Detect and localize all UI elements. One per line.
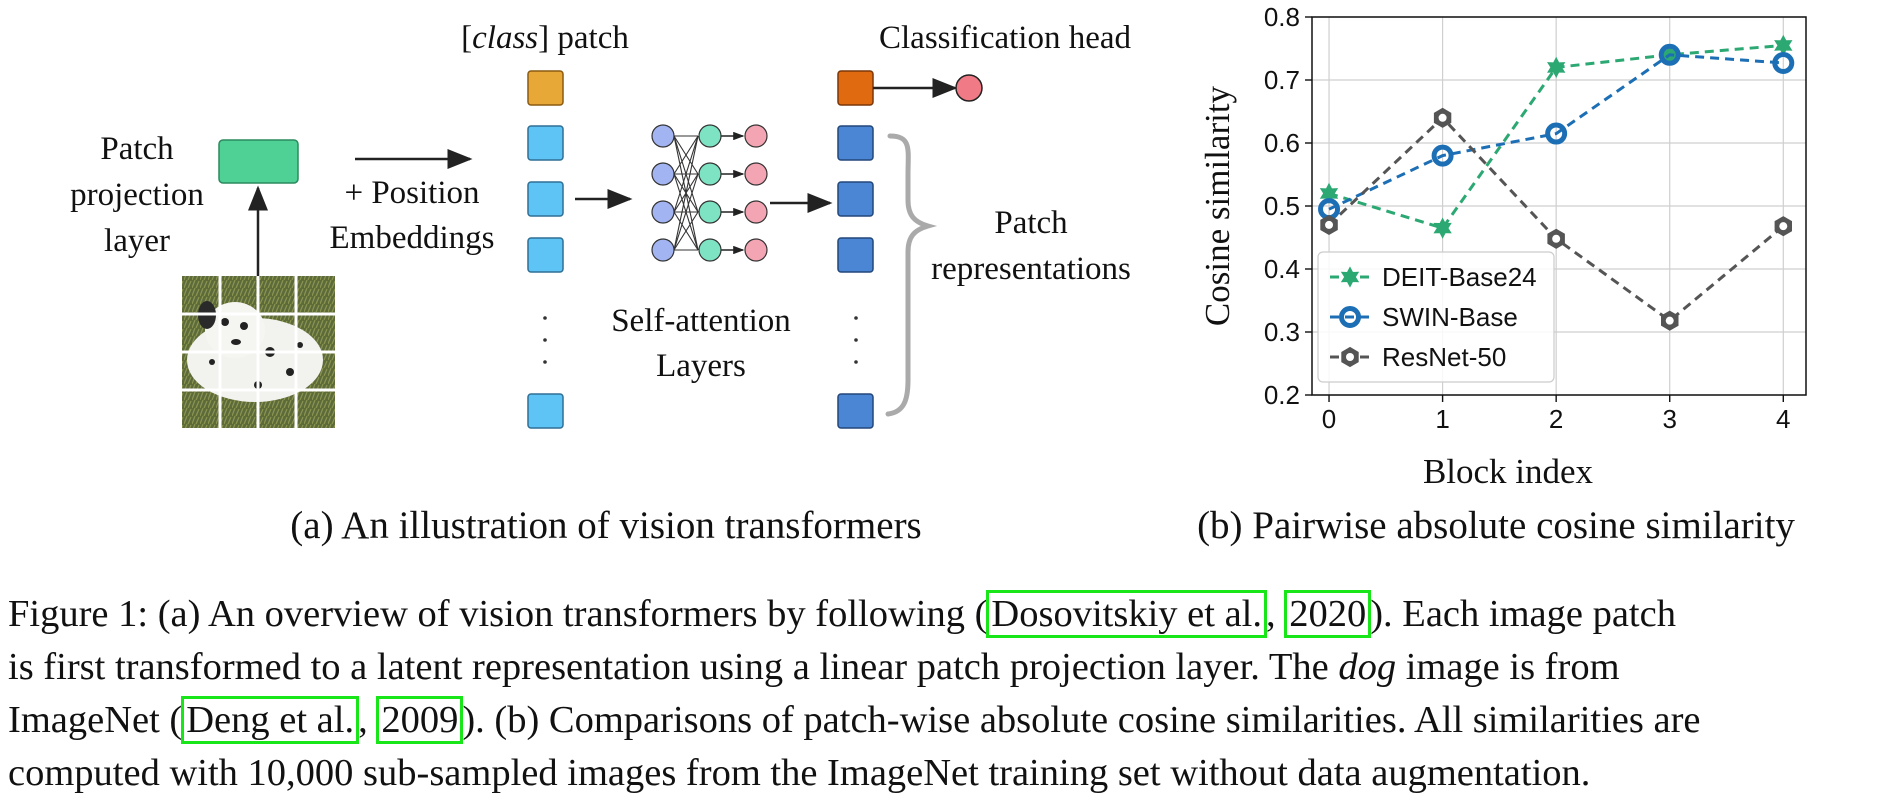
data-point	[1547, 56, 1566, 78]
patch-representations-label: Patch representations	[931, 205, 1131, 287]
attention-node	[651, 238, 675, 262]
x-tick-label: 2	[1549, 404, 1563, 434]
citation-link[interactable]: Deng et al.	[181, 696, 360, 744]
representation-brace	[885, 133, 938, 417]
legend-item: ResNet-50	[1330, 342, 1506, 372]
y-tick-label: 0.7	[1264, 65, 1300, 95]
patch-token	[527, 237, 564, 273]
legend-item: SWIN-Base	[1330, 302, 1518, 332]
subcaption-b: (b) Pairwise absolute cosine similarity	[1197, 504, 1795, 547]
y-tick-label: 0.6	[1264, 128, 1300, 158]
legend-marker	[1340, 266, 1360, 288]
legend-label: DEIT-Base24	[1382, 262, 1537, 292]
classification-output	[955, 74, 983, 102]
vit-diagram	[182, 70, 983, 429]
classification-head-label: Classification head	[878, 20, 1132, 56]
cosine-similarity-chart: 0.2 0.3 0.4 0.5 0.6 0.7 0.8 0 1 2 3 4 DEIT-Base24SW…	[1198, 2, 1807, 491]
x-tick-label: 0	[1322, 404, 1336, 434]
caption-line: is first transformed to a latent represe…	[8, 646, 1620, 688]
data-point	[1661, 310, 1679, 331]
patch-token	[527, 125, 564, 161]
data-point	[1774, 216, 1792, 237]
y-tick-label: 0.2	[1264, 380, 1300, 410]
data-point	[1545, 122, 1568, 145]
classification-token	[837, 70, 874, 106]
data-point	[1658, 43, 1681, 66]
attention-connection	[673, 173, 699, 251]
attention-connection	[673, 135, 699, 213]
y-tick-label: 0.8	[1264, 2, 1300, 32]
representation-token	[837, 393, 874, 429]
attention-node	[744, 200, 768, 224]
legend-label: ResNet-50	[1382, 342, 1506, 372]
y-tick-label: 0.5	[1264, 191, 1300, 221]
patch-token	[527, 393, 564, 429]
x-tick-label: 3	[1662, 404, 1676, 434]
attention-connection	[673, 211, 699, 251]
dog-image	[182, 276, 335, 428]
attention-connection	[673, 135, 699, 175]
representation-token	[837, 125, 874, 161]
input-token-column	[527, 70, 564, 429]
legend-label: SWIN-Base	[1382, 302, 1518, 332]
citation-link[interactable]: Dosovitskiy et al.	[986, 590, 1267, 638]
self-attention-layers	[651, 124, 768, 262]
attention-node	[698, 238, 722, 262]
series-line	[1328, 53, 1784, 211]
legend-item: DEIT-Base24	[1330, 262, 1537, 292]
citation-year-link[interactable]: 2020	[1284, 590, 1372, 638]
legend-box	[1317, 251, 1555, 383]
caption-line: ImageNet (Deng et al., 2009). (b) Compar…	[8, 694, 1880, 747]
legend-marker	[1341, 346, 1359, 368]
y-tick-label: 0.4	[1264, 254, 1300, 284]
output-token-column	[837, 70, 874, 429]
data-point	[1774, 34, 1793, 56]
data-point	[1772, 51, 1795, 74]
legend-marker	[1339, 306, 1361, 328]
plot-frame	[1311, 16, 1807, 396]
chart-series	[1318, 34, 1795, 331]
attention-node	[651, 200, 675, 224]
series-resnet-50	[1320, 107, 1792, 331]
data-point	[1431, 144, 1454, 167]
patch-projection-label: Patch projection layer	[70, 131, 204, 259]
x-tick-label: 1	[1435, 404, 1449, 434]
attention-node	[698, 124, 722, 148]
data-point	[1320, 214, 1338, 235]
caption-line: Figure 1: (a) An overview of vision tran…	[8, 588, 1880, 641]
data-point	[1547, 228, 1565, 249]
figure-caption: Figure 1: (a) An overview of vision tran…	[8, 588, 1880, 800]
attention-connection	[673, 135, 699, 251]
attention-node	[744, 238, 768, 262]
self-attention-label: Self-attention Layers	[611, 303, 791, 384]
position-embeddings-label: + Position Embeddings	[329, 175, 495, 256]
y-tick-label: 0.3	[1264, 317, 1300, 347]
patch-token	[527, 181, 564, 217]
class-token	[527, 70, 564, 106]
x-axis-label: Block index	[1423, 452, 1594, 491]
attention-node	[698, 200, 722, 224]
x-tick-label: 4	[1776, 404, 1790, 434]
attention-node	[698, 162, 722, 186]
data-point	[1433, 217, 1452, 239]
series-swin-base	[1318, 43, 1795, 221]
caption-line: computed with 10,000 sub-sampled images …	[8, 752, 1591, 794]
patch-projection-layer-box	[218, 139, 299, 184]
subcaption-a: (a) An illustration of vision transforme…	[290, 504, 922, 547]
class-patch-label: [class] patch	[461, 20, 629, 56]
representation-token	[837, 181, 874, 217]
representation-token	[837, 237, 874, 273]
data-point	[1433, 107, 1452, 128]
citation-year-link[interactable]: 2009	[376, 696, 464, 744]
attention-node	[744, 162, 768, 186]
attention-node	[744, 124, 768, 148]
chart-ticks: 0.2 0.3 0.4 0.5 0.6 0.7 0.8 0 1 2 3 4	[1264, 2, 1791, 434]
attention-node	[651, 162, 675, 186]
attention-node	[651, 124, 675, 148]
y-axis-label: Cosine similarity	[1198, 85, 1237, 326]
